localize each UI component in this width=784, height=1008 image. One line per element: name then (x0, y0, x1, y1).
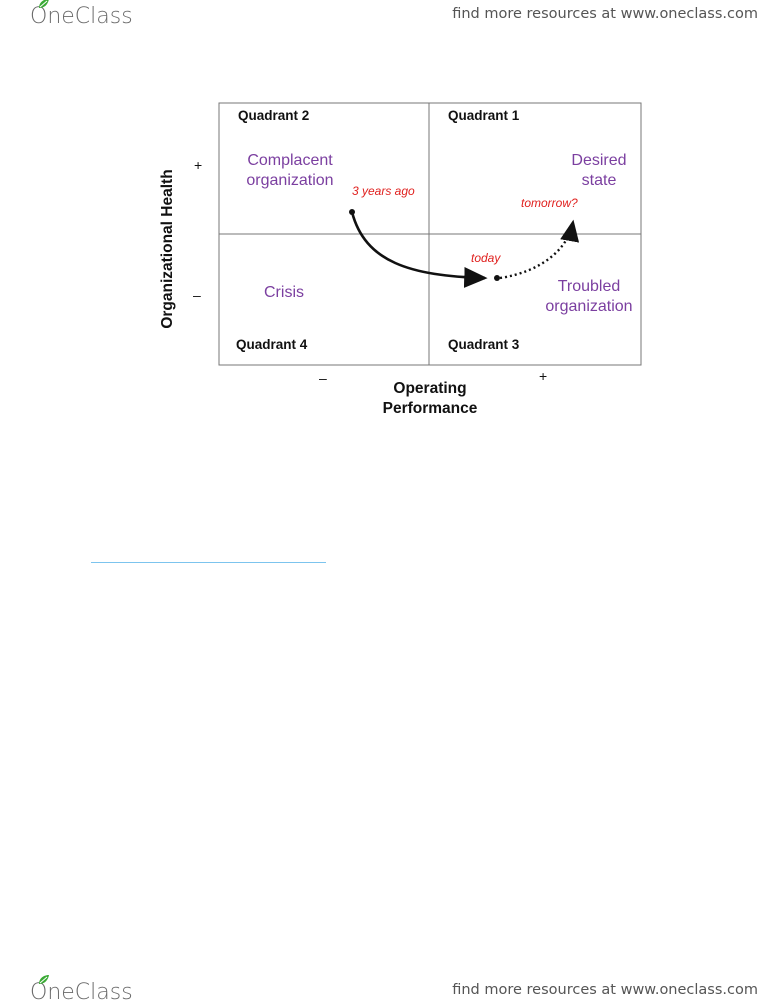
past-note: 3 years ago (352, 184, 415, 198)
crisis-state-label: Crisis (255, 283, 313, 303)
quadrant-4-label: Quadrant 4 (236, 337, 307, 352)
tomorrow-note: tomorrow? (521, 196, 578, 210)
desired-state-label: Desired state (560, 151, 638, 191)
oneclass-logo-footer[interactable]: OneClass (30, 978, 133, 1006)
page-footer: OneClass find more resources at www.onec… (0, 976, 784, 1008)
today-to-tomorrow-arrow (500, 222, 573, 278)
today-note: today (471, 251, 500, 265)
resources-link-footer[interactable]: find more resources at www.oneclass.com (452, 982, 758, 998)
y-axis-plus: + (194, 157, 202, 173)
complacent-state-label: Complacent organization (240, 151, 340, 191)
quadrant-3-label: Quadrant 3 (448, 337, 519, 352)
quadrant-diagram: Quadrant 2 Quadrant 1 Quadrant 4 Quadran… (0, 0, 784, 440)
x-axis-plus: + (539, 368, 547, 384)
quadrant-2-label: Quadrant 2 (238, 108, 309, 123)
x-axis-title: Operating Performance (360, 379, 500, 419)
quadrant-grid (0, 0, 784, 440)
quadrant-1-label: Quadrant 1 (448, 108, 519, 123)
leaf-icon (37, 974, 51, 986)
y-axis-title: Organizational Health (158, 169, 178, 328)
today-point (494, 275, 500, 281)
x-axis-minus: – (319, 370, 327, 386)
troubled-state-label: Troubled organization (540, 277, 638, 317)
past-to-today-arrow (352, 212, 485, 278)
link-underline (91, 562, 326, 563)
y-axis-minus: – (193, 287, 201, 303)
